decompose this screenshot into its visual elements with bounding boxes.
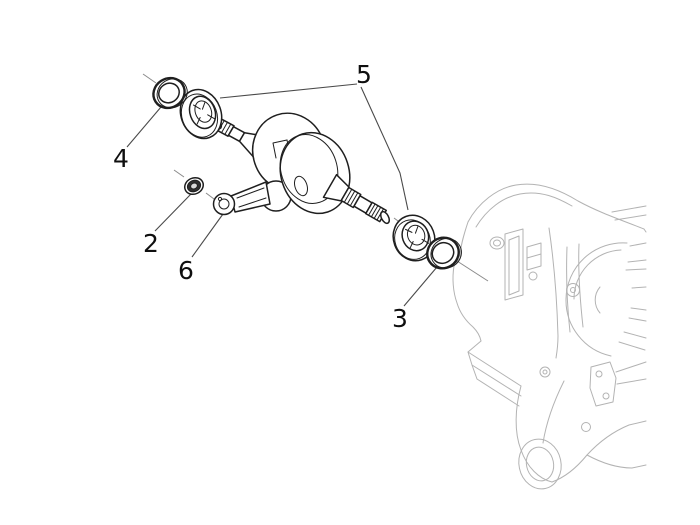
callout-label-4: 4 [113,144,129,173]
crankcase-outline [452,183,647,490]
right-oil-seal [426,236,462,270]
connecting-rod [212,180,292,216]
callout-label-2: 2 [143,229,159,258]
leader-4 [126,106,162,148]
callout-label-6: 6 [178,256,194,285]
leader-5-right [360,86,409,211]
right-main-bearing [392,214,436,262]
leader-2 [154,193,192,232]
leader-6 [191,213,224,258]
small-end-roller-cage [184,176,204,196]
callout-leader-lines [126,83,438,307]
callout-labels: 4 5 2 6 3 [113,60,408,333]
leader-5-left [219,83,358,99]
leader-3 [403,266,438,307]
callout-label-3: 3 [392,304,408,333]
left-oil-seal [152,76,188,110]
callout-label-5: 5 [356,60,372,89]
left-main-bearing [179,88,223,140]
crankshaft-right-shaft [322,173,391,225]
